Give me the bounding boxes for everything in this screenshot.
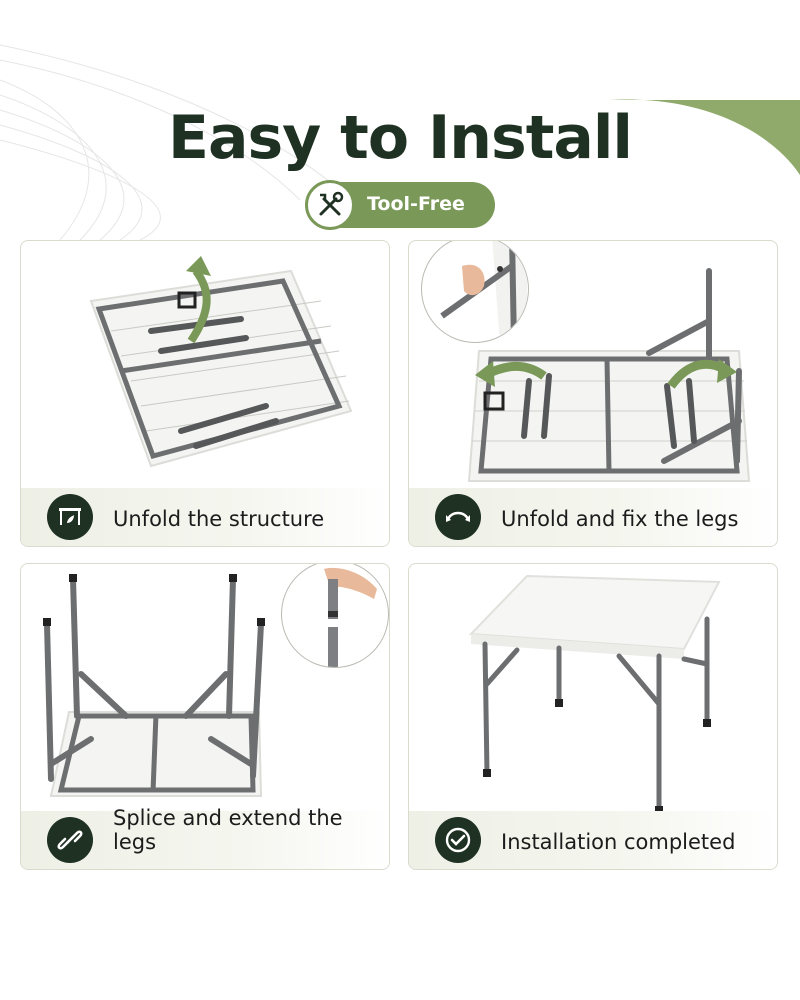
step-panel-4: Installation completed bbox=[408, 563, 778, 870]
step-caption: Splice and extend the legs bbox=[113, 806, 343, 854]
open-table-illustration bbox=[467, 268, 751, 482]
legs-up-table-illustration bbox=[43, 574, 265, 797]
check-circle-icon bbox=[435, 817, 481, 863]
folded-table-illustration bbox=[89, 256, 353, 468]
badge-label: Tool-Free bbox=[367, 193, 465, 215]
corner-accent bbox=[610, 99, 800, 175]
background-lines bbox=[0, 44, 800, 240]
hinge-detail-inset bbox=[421, 241, 529, 343]
leg-splice-inset bbox=[281, 564, 389, 668]
completed-table-illustration bbox=[468, 574, 721, 812]
step-panel-3: Splice and extend the legs bbox=[20, 563, 390, 870]
step-panel-1: Unfold the structure bbox=[20, 240, 390, 547]
rotate-arrows-icon bbox=[435, 494, 481, 540]
step-panel-2: Unfold and fix the legs bbox=[408, 240, 778, 547]
page-title: Easy to Install bbox=[167, 103, 633, 173]
tool-free-badge: Tool-Free bbox=[305, 180, 495, 230]
step-caption: Installation completed bbox=[501, 830, 736, 854]
unfold-table-icon bbox=[47, 494, 93, 540]
tools-icon bbox=[305, 180, 355, 230]
link-icon bbox=[47, 817, 93, 863]
step-caption: Unfold the structure bbox=[113, 507, 325, 531]
step-caption: Unfold and fix the legs bbox=[501, 507, 739, 531]
